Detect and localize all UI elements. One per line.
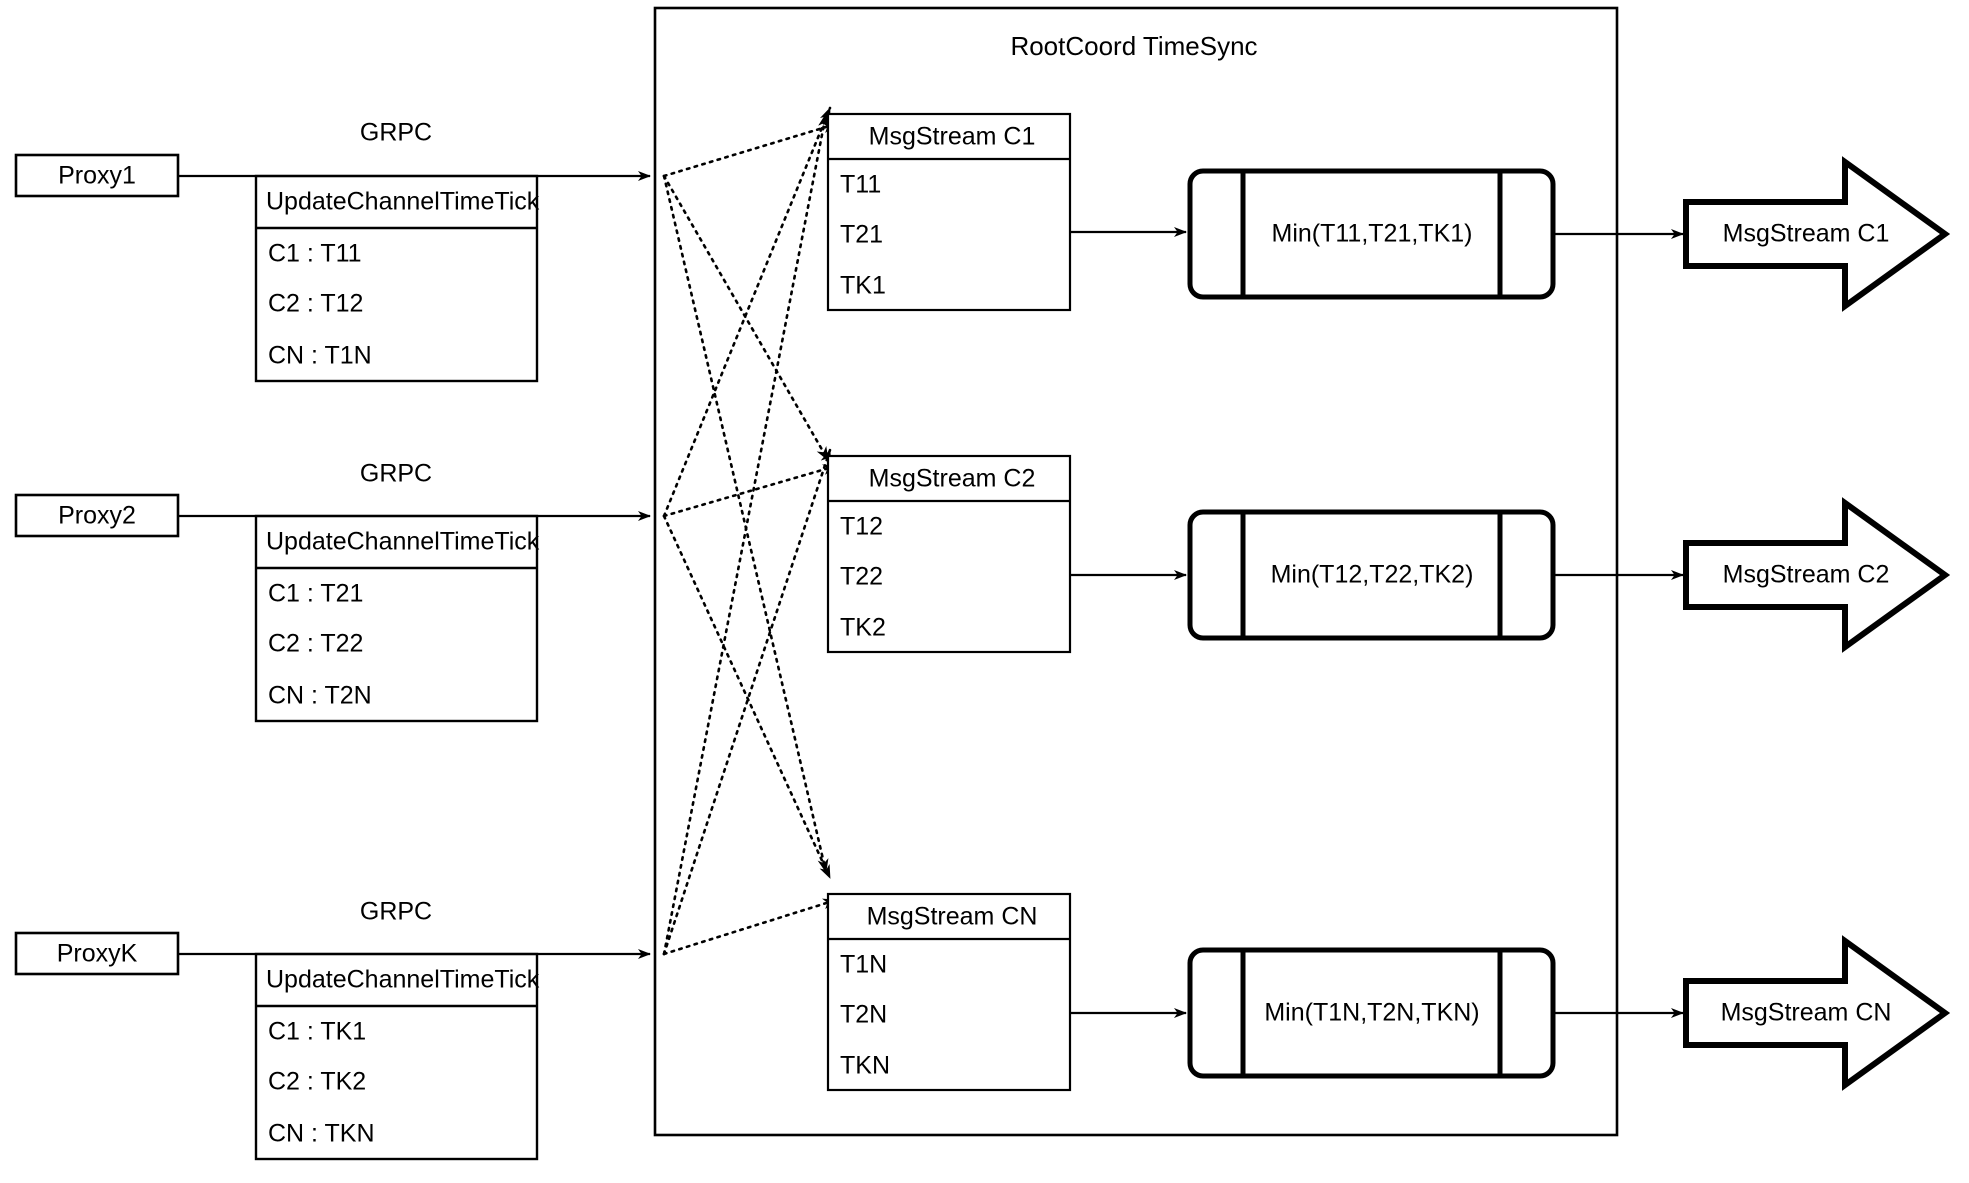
proxy-label-3[interactable]: ProxyK xyxy=(56,939,138,968)
request-header-3: UpdateChannelTimeTick xyxy=(266,965,540,994)
output-label-3: MsgStream CN xyxy=(1720,998,1892,1027)
msgstream-row-3-2: T2N xyxy=(840,1000,888,1029)
msgstream-row-1-3: TK1 xyxy=(840,271,886,300)
msgstream-row-2-1: T12 xyxy=(840,512,884,541)
request-header-1: UpdateChannelTimeTick xyxy=(266,187,540,216)
dotted-link-pk-cn xyxy=(662,898,838,956)
request-row-2-3: CN : T2N xyxy=(268,681,372,710)
min-label-3: Min(T1N,T2N,TKN) xyxy=(1264,998,1480,1027)
msgstream-row-3-1: T1N xyxy=(840,950,888,979)
proxy-label-2[interactable]: Proxy2 xyxy=(58,501,136,530)
request-row-2-1: C1 : T21 xyxy=(268,579,364,608)
dotted-link-pk-c2 xyxy=(662,448,832,956)
min-label-1: Min(T11,T21,TK1) xyxy=(1271,219,1473,248)
msgstream-header-3: MsgStream CN xyxy=(866,902,1038,931)
msgstream-header-2: MsgStream C2 xyxy=(868,464,1036,493)
dotted-link-p2-c2 xyxy=(662,464,838,518)
msgstream-header-1: MsgStream C1 xyxy=(868,122,1036,151)
msgstream-row-2-3: TK2 xyxy=(840,613,886,642)
dotted-link-p2-cn xyxy=(662,514,832,880)
grpc-label-2: GRPC xyxy=(359,459,433,488)
dispatch-dotted-links xyxy=(662,106,838,956)
request-row-1-2: C2 : T12 xyxy=(268,289,364,318)
request-row-3-1: C1 : TK1 xyxy=(268,1017,367,1046)
container-title: RootCoord TimeSync xyxy=(1010,31,1258,61)
request-header-2: UpdateChannelTimeTick xyxy=(266,527,540,556)
msgstream-row-3-3: TKN xyxy=(840,1051,890,1080)
request-row-1-1: C1 : T11 xyxy=(268,239,362,268)
request-row-1-3: CN : T1N xyxy=(268,341,372,370)
dotted-link-pk-c1 xyxy=(662,112,829,956)
msgstream-row-1-2: T21 xyxy=(840,220,884,249)
dotted-link-p1-c2 xyxy=(662,174,830,462)
msgstream-row-2-2: T22 xyxy=(840,562,884,591)
dotted-link-p2-c1 xyxy=(662,106,832,518)
request-row-2-2: C2 : T22 xyxy=(268,629,364,658)
dotted-link-p1-c1 xyxy=(662,122,838,178)
proxy-label-1[interactable]: Proxy1 xyxy=(58,161,136,190)
dotted-link-p1-cn xyxy=(662,174,829,874)
request-row-3-2: C2 : TK2 xyxy=(268,1067,367,1096)
min-label-2: Min(T12,T22,TK2) xyxy=(1270,560,1474,589)
grpc-label-1: GRPC xyxy=(359,118,433,147)
msgstream-row-1-1: T11 xyxy=(840,170,882,199)
grpc-label-3: GRPC xyxy=(359,897,433,926)
output-label-1: MsgStream C1 xyxy=(1722,219,1890,248)
output-label-2: MsgStream C2 xyxy=(1722,560,1890,589)
request-row-3-3: CN : TKN xyxy=(268,1119,375,1148)
